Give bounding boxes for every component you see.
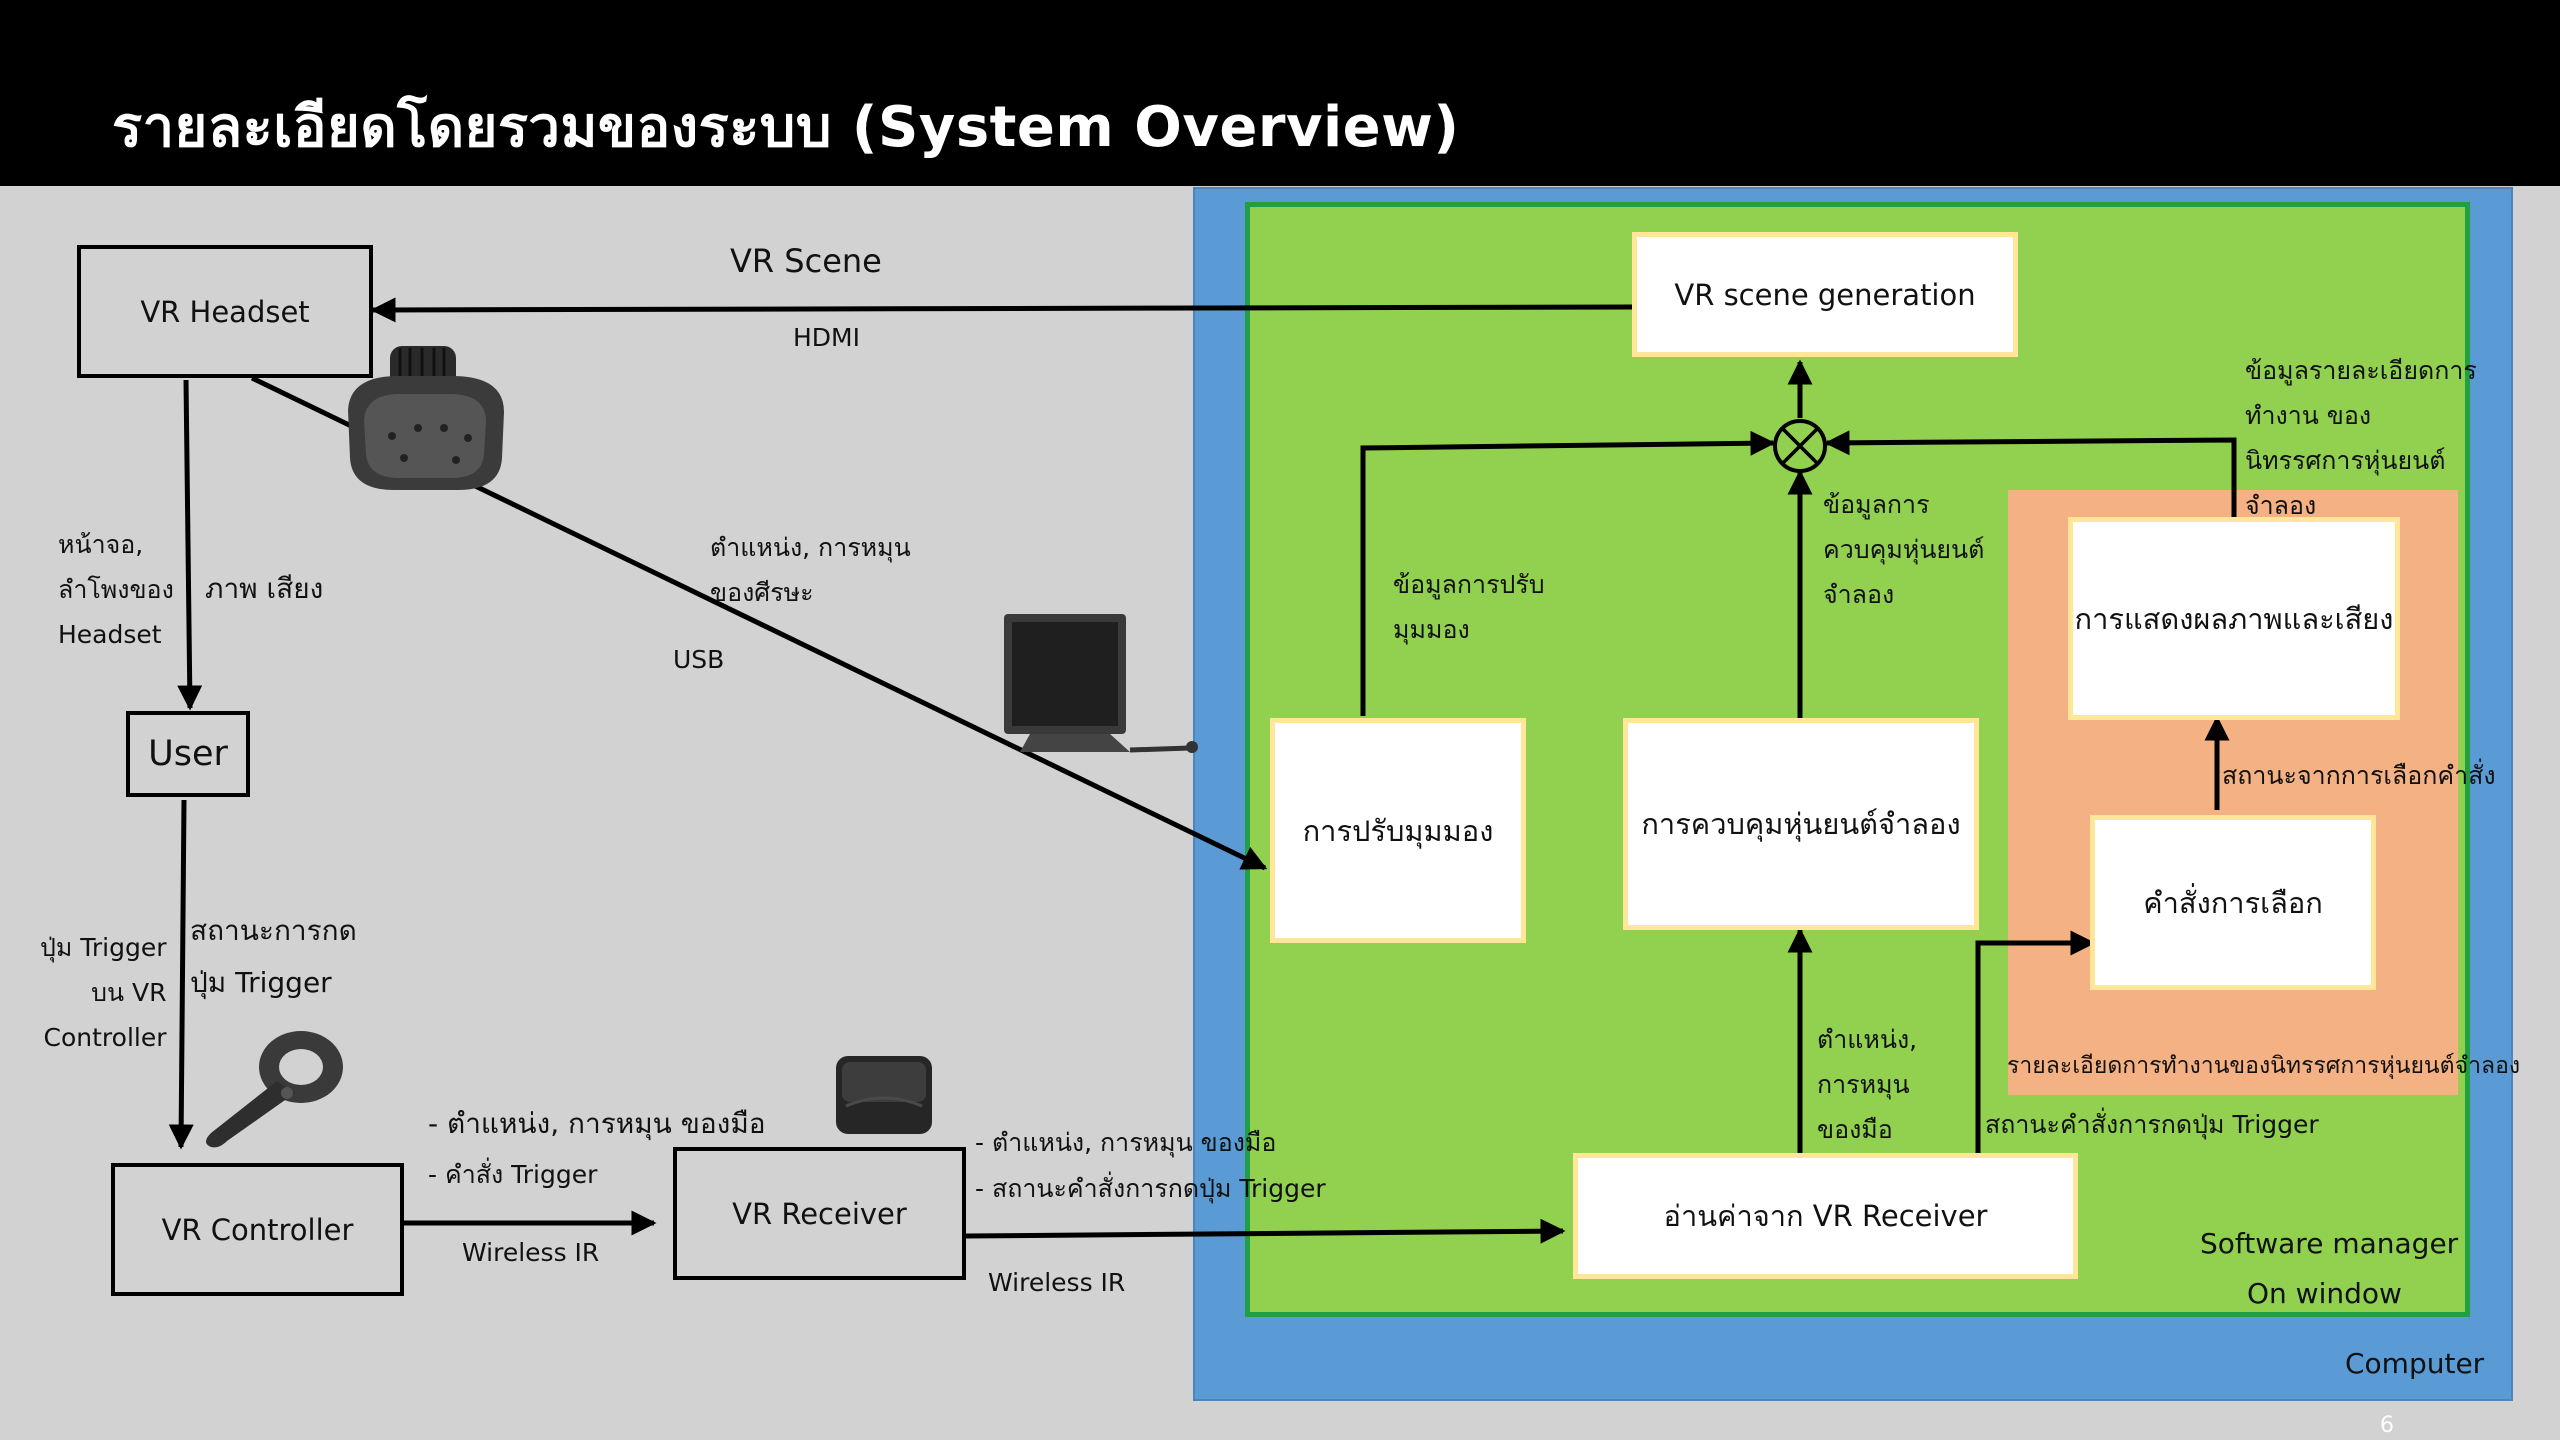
arrow-receiver-to-reader (965, 1218, 1566, 1244)
headset-output-label: หน้าจอ, ลำโพงของ Headset (58, 530, 174, 649)
user-box: User (126, 711, 250, 797)
summing-junction-icon (1773, 419, 1827, 473)
wireless-ir-label-1: Wireless IR (462, 1238, 600, 1267)
trigger-command-state-label-2: สถานะคำสั่งการกดปุ่ม Trigger (1985, 1110, 2319, 1139)
display-av-box: การแสดงผลภาพและเสียง (2068, 517, 2400, 720)
arrow-user-to-controller (168, 799, 194, 1150)
hdmi-label: HDMI (793, 323, 860, 352)
monitor-icon (1004, 614, 1198, 753)
hand-pose-label-3: ตำแหน่ง, การหมุน ของมือ (1817, 1025, 1918, 1144)
arrow-exhibit-to-junction (1824, 430, 2237, 517)
head-pose-label: ตำแหน่ง, การหมุน ของศีรษะ (710, 533, 911, 607)
vr-receiver-icon (836, 1056, 932, 1134)
usb-label: USB (673, 645, 725, 674)
arrow-headset-to-user (177, 379, 203, 711)
robot-control-box: การควบคุมหุ่นยนต์จำลอง (1623, 718, 1979, 930)
receiver-read-box: อ่านค่าจาก VR Receiver (1573, 1153, 2078, 1279)
selection-command-box: คำสั่งการเลือก (2090, 815, 2376, 990)
software-manager-label: Software manager (2200, 1227, 2459, 1260)
arrow-scene-to-headset (370, 297, 1633, 323)
vr-headset-box: VR Headset (77, 245, 373, 378)
simulator-label: รายละเอียดการทำงานของนิทรรศการหุ่นยนต์จำ… (2007, 1053, 2521, 1079)
selection-state-label: สถานะจากการเลือกคำสั่ง (2222, 761, 2496, 790)
exhibit-data-label: ข้อมูลรายละเอียดการ ทำงาน ของ นิทรรศการห… (2245, 356, 2477, 520)
trigger-state-label: สถานะการกด ปุ่ม Trigger (190, 914, 357, 999)
vr-headset-icon (348, 346, 504, 490)
software-manager-os-label: On window (2247, 1277, 2402, 1310)
arrow-view-to-junction (1360, 430, 1776, 716)
view-data-label: ข้อมูลการปรับ มุมมอง (1393, 570, 1545, 644)
view-adjust-box: การปรับมุมมอง (1270, 718, 1526, 943)
trigger-command-label: - คำสั่ง Trigger (428, 1160, 598, 1189)
vr-controller-box: VR Controller (111, 1163, 404, 1296)
hand-pose-label-2: - ตำแหน่ง, การหมุน ของมือ (975, 1128, 1277, 1157)
hand-pose-label: - ตำแหน่ง, การหมุน ของมือ (428, 1107, 766, 1140)
trigger-button-label: ปุ่ม Trigger บน VR Controller (40, 933, 167, 1052)
vr-scene-label: VR Scene (730, 242, 882, 280)
robot-control-data-label: ข้อมูลการ ควบคุมหุ่นยนต์ จำลอง (1823, 490, 1985, 609)
wireless-ir-label-2: Wireless IR (988, 1268, 1126, 1297)
image-sound-label: ภาพ เสียง (205, 572, 324, 605)
vr-receiver-box: VR Receiver (673, 1147, 966, 1280)
arrow-reader-to-selection (1975, 930, 2096, 1155)
title-bar: รายละเอียดโดยรวมของระบบ (System Overview… (0, 0, 2560, 186)
slide-title: รายละเอียดโดยรวมของระบบ (System Overview… (112, 95, 1460, 160)
vr-controller-icon (206, 1031, 343, 1148)
computer-label: Computer (2345, 1347, 2485, 1380)
page-number: 6 (2380, 1413, 2394, 1438)
trigger-command-state-label: - สถานะคำสั่งการกดปุ่ม Trigger (975, 1174, 1326, 1203)
scene-generation-box: VR scene generation (1632, 232, 2018, 357)
